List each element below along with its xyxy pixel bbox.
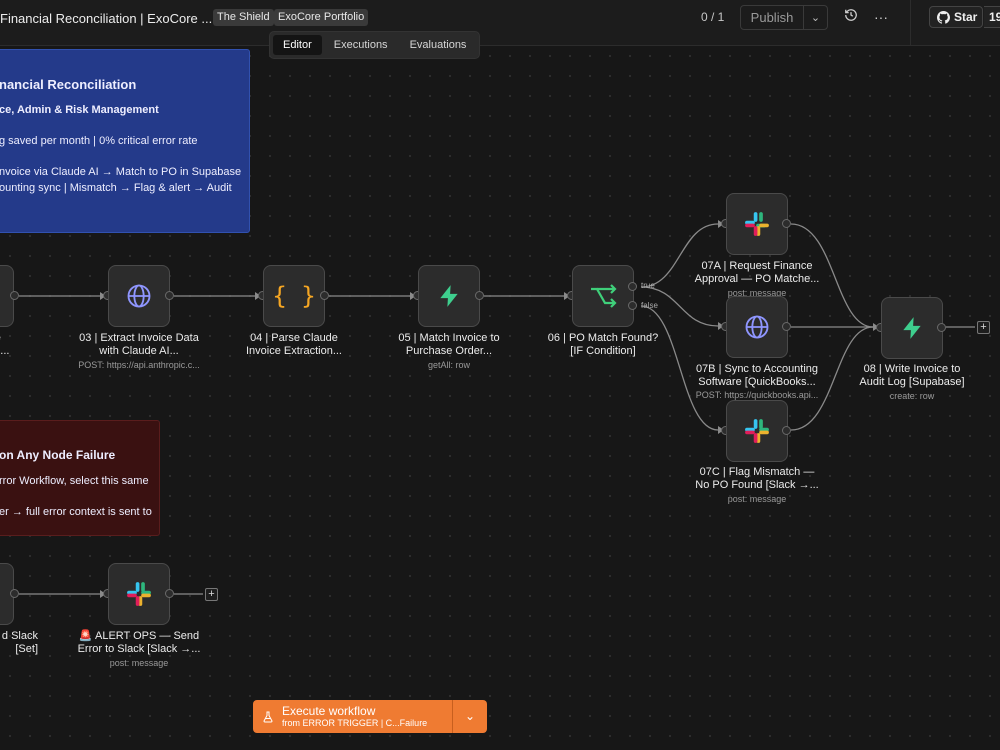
sticky-line: rror Workflow, select this same: [0, 475, 149, 487]
tag-the-shield[interactable]: The Shield: [213, 9, 274, 26]
active-counter: 0 / 1: [701, 10, 725, 24]
node-label: 🚨 ALERT OPS — Send Error to Slack [Slack…: [77, 630, 201, 655]
node-label: 07C | Flag Mismatch — No PO Found [Slack…: [695, 466, 819, 491]
sticky-line: g saved per month | 0% critical error ra…: [0, 135, 198, 147]
sticky-note-overview[interactable]: nancial Reconciliation ce, Admin & Risk …: [0, 49, 250, 233]
tag-exocore-portfolio[interactable]: ExoCore Portfolio: [274, 9, 369, 26]
execute-sublabel: from ERROR TRIGGER | C...Failure: [282, 717, 428, 728]
execute-workflow-button[interactable]: Execute workflow from ERROR TRIGGER | C.…: [253, 700, 453, 733]
tab-editor[interactable]: Editor: [273, 35, 322, 55]
node-parse-claude[interactable]: { }: [263, 265, 325, 327]
node-label: 07A | Request Finance Approval — PO Matc…: [694, 260, 820, 285]
github-star-button[interactable]: Star: [929, 6, 984, 28]
connection-line: [640, 286, 719, 327]
node-label: 05 | Match Invoice to Purchase Order...: [398, 332, 500, 357]
supabase-icon: [903, 317, 921, 339]
node-po-match-if[interactable]: [572, 265, 634, 327]
execute-label: Execute workflow: [282, 703, 376, 718]
output-port[interactable]: [782, 219, 791, 228]
add-node-button[interactable]: +: [205, 588, 218, 601]
node-request-finance-approval[interactable]: [726, 193, 788, 255]
output-port[interactable]: [320, 291, 329, 300]
node-subtitle: POST: https://api.anthropic.c...: [78, 360, 200, 370]
node-label: d Slack [Set]: [1, 630, 38, 655]
node-match-invoice-po[interactable]: [418, 265, 480, 327]
top-bar: Financial Reconciliation | ExoCore ... T…: [0, 0, 1000, 46]
node-sync-accounting[interactable]: [726, 296, 788, 358]
slack-icon: [127, 582, 151, 606]
github-icon: [937, 10, 950, 24]
sticky-note-error[interactable]: on Any Node Failure rror Workflow, selec…: [0, 420, 160, 536]
github-star-count: 19: [984, 6, 1000, 28]
sticky-title: nancial Reconciliation: [0, 77, 137, 92]
tab-executions[interactable]: Executions: [333, 39, 388, 51]
slack-icon: [745, 419, 769, 443]
view-tabs: Editor Executions Evaluations: [269, 31, 481, 59]
code-braces-icon: { }: [272, 282, 316, 310]
node-label: 03 | Extract Invoice Data with Claude AI…: [79, 332, 199, 357]
node-extract-invoice-claude[interactable]: [108, 265, 170, 327]
node-subtitle: POST: https://quickbooks.api...: [695, 390, 819, 400]
node-subtitle: post: message: [727, 288, 787, 298]
output-port[interactable]: [10, 589, 19, 598]
output-port[interactable]: [782, 426, 791, 435]
sticky-title: on Any Node Failure: [0, 448, 116, 462]
output-port[interactable]: [475, 291, 484, 300]
output-port[interactable]: [165, 291, 174, 300]
flask-icon: [263, 711, 273, 722]
header-divider: [910, 0, 911, 46]
node-subtitle: post: message: [727, 494, 787, 504]
node-label: nvoice m Email...: [0, 332, 10, 357]
tab-evaluations[interactable]: Evaluations: [409, 39, 467, 51]
node-flag-mismatch[interactable]: [726, 400, 788, 462]
node-label: 08 | Write Invoice to Audit Log [Supabas…: [859, 363, 965, 388]
node-label: 06 | PO Match Found? [IF Condition]: [547, 332, 659, 357]
node-subtitle: create: row: [889, 391, 935, 401]
output-port[interactable]: [165, 589, 174, 598]
history-icon[interactable]: [842, 8, 860, 26]
output-port[interactable]: [937, 323, 946, 332]
sticky-line: ounting sync | Mismatch → Flag & alert →…: [0, 182, 232, 194]
publish-button[interactable]: Publish: [741, 6, 804, 29]
node-subtitle: post: message: [109, 658, 169, 668]
publish-button-group: Publish ⌄: [740, 5, 828, 30]
true-branch-label: true: [641, 281, 655, 290]
node-label: 04 | Parse Claude Invoice Extraction...: [246, 332, 342, 357]
connection-line: [640, 223, 719, 288]
true-output-port[interactable]: [628, 282, 637, 291]
output-port[interactable]: [10, 291, 19, 300]
execute-workflow-button-group: Execute workflow from ERROR TRIGGER | C.…: [253, 700, 487, 733]
branch-icon: [591, 284, 617, 308]
connection-line: [790, 326, 874, 431]
chevron-down-icon[interactable]: ⌄: [810, 12, 821, 24]
globe-icon: [127, 284, 151, 308]
sticky-line: nvoice via Claude AI → Match to PO in Su…: [0, 166, 242, 178]
add-node-button[interactable]: +: [977, 321, 990, 334]
node-label: 07B | Sync to Accounting Software [Quick…: [695, 363, 819, 388]
false-branch-label: false: [641, 301, 658, 310]
more-options-icon[interactable]: ···: [874, 9, 888, 25]
connection-line: [640, 305, 719, 431]
node-subtitle: getAll: row: [427, 360, 471, 370]
supabase-icon: [440, 285, 458, 307]
workflow-canvas[interactable]: nancial Reconciliation ce, Admin & Risk …: [0, 46, 1000, 750]
workflow-title[interactable]: Financial Reconciliation | ExoCore ...: [0, 11, 213, 26]
slack-icon: [745, 212, 769, 236]
connection-line: [790, 223, 874, 328]
sticky-subtitle: ce, Admin & Risk Management: [0, 104, 159, 116]
false-output-port[interactable]: [628, 301, 637, 310]
connections: [19, 220, 975, 598]
output-port[interactable]: [782, 322, 791, 331]
github-star-label: Star: [954, 10, 978, 24]
globe-icon: [745, 315, 769, 339]
node-alert-ops-slack[interactable]: [108, 563, 170, 625]
sticky-line: er → full error context is sent to: [0, 506, 152, 518]
node-write-audit-log[interactable]: [881, 297, 943, 359]
chevron-down-icon[interactable]: ⌄: [464, 709, 476, 723]
